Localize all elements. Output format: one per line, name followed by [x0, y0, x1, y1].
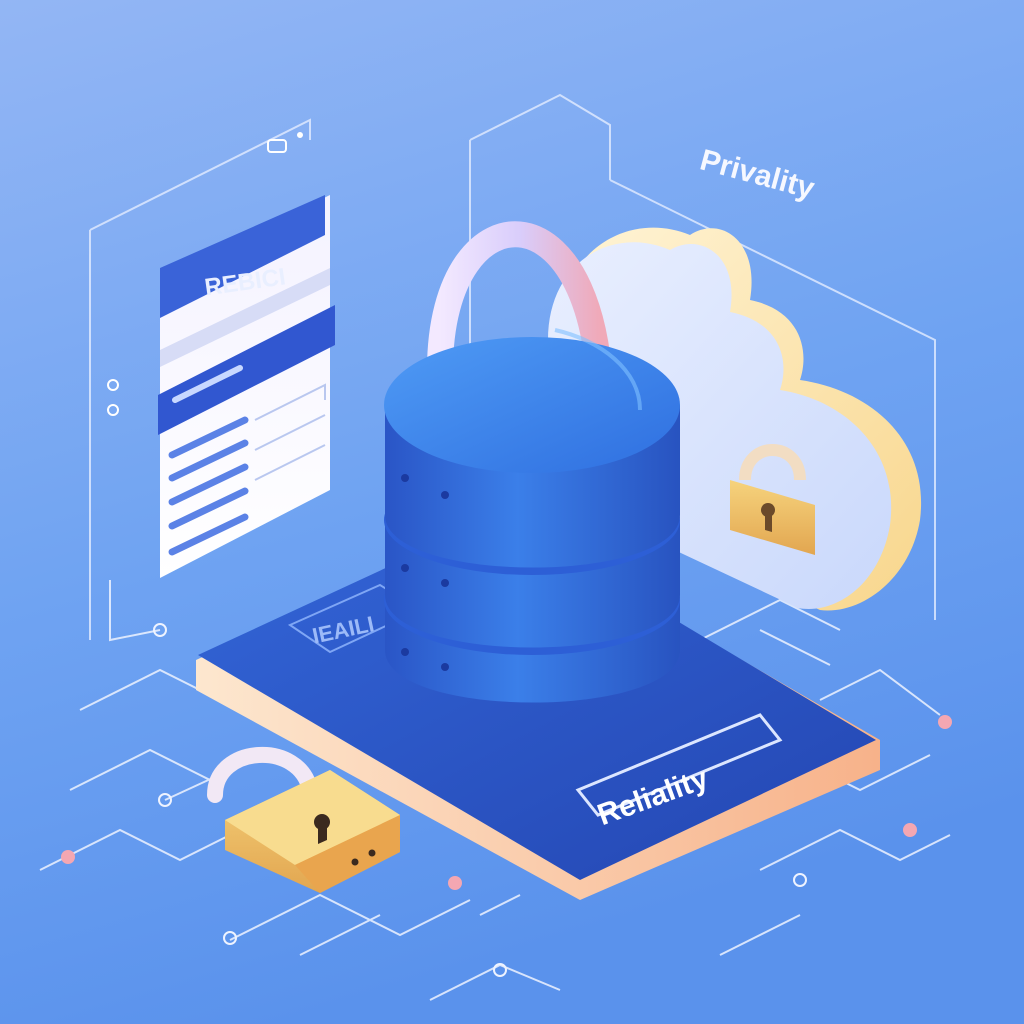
circuit-nodes — [61, 623, 952, 977]
panel-ornament-icons — [107, 132, 303, 416]
document-form-icon: REBICI — [158, 195, 335, 578]
database-padlock-icon — [384, 221, 680, 703]
padlock-icon — [207, 747, 400, 893]
